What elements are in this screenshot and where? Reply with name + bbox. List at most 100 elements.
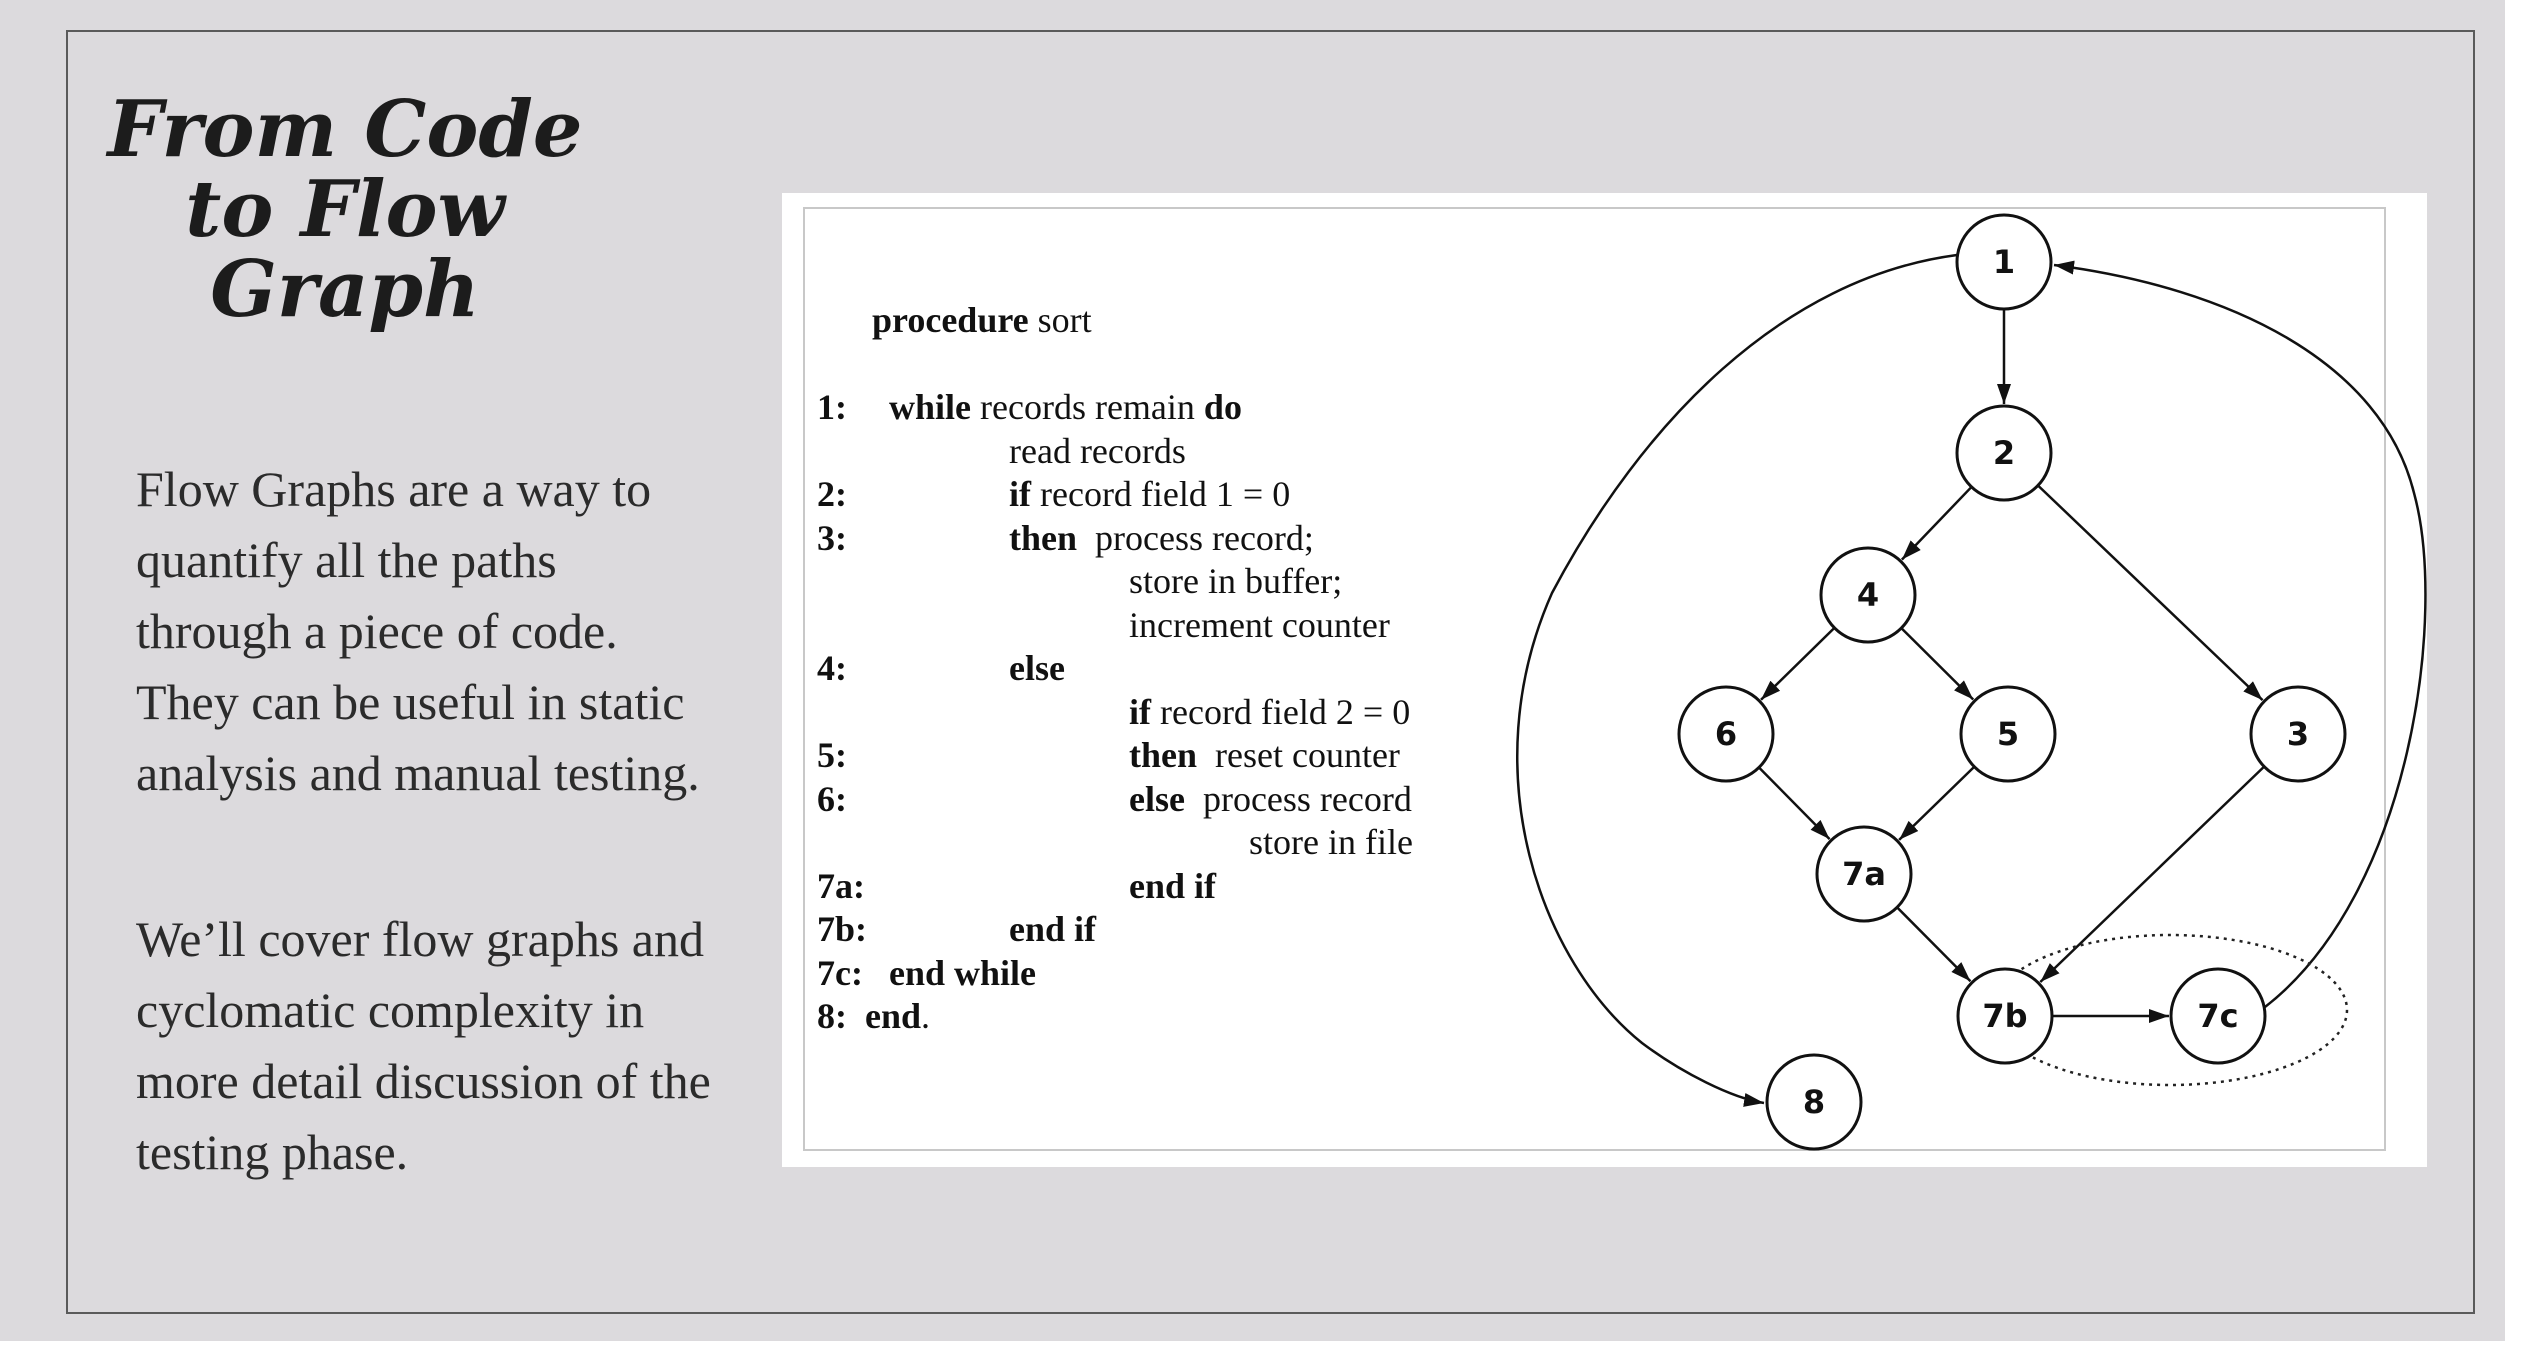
node-circle bbox=[1819, 546, 1917, 644]
node-circle bbox=[1955, 404, 2053, 502]
code-keyword: do bbox=[1203, 387, 1242, 427]
node-4: 4 bbox=[1819, 546, 1917, 644]
code-text: . bbox=[921, 996, 931, 1036]
code-keyword: else bbox=[1009, 648, 1065, 688]
graph-nodes: 1 2 3 4 5 6 7a 7b 7c 8 bbox=[1677, 213, 2347, 1151]
code-keyword: then bbox=[1129, 735, 1198, 775]
node-3: 3 bbox=[2249, 685, 2347, 783]
node-circle bbox=[1955, 213, 2053, 311]
code-text: records remain bbox=[971, 387, 1204, 427]
paragraph-flow-graphs: Flow Graphs are a way to quantify all th… bbox=[136, 461, 700, 801]
code-line-number: 1: bbox=[817, 387, 847, 427]
edge-7c-1 bbox=[2053, 260, 2427, 1008]
slide-title: From Code to Flow Graph bbox=[100, 90, 590, 330]
flow-graph: 1 2 3 4 5 6 7a 7b 7c 8 bbox=[1516, 213, 2427, 1151]
graph-edges bbox=[1516, 253, 2427, 1107]
code-keyword: then bbox=[1009, 517, 1078, 558]
code-line: end if bbox=[1009, 907, 1096, 951]
code-line-number: 4: bbox=[817, 648, 847, 688]
node-7a: 7a bbox=[1815, 825, 1913, 923]
code-text: record field 1 = 0 bbox=[1031, 474, 1291, 514]
code-keyword: if bbox=[1009, 474, 1031, 514]
code-text: increment counter bbox=[1129, 604, 1390, 645]
edge-5-7a bbox=[1898, 765, 1976, 841]
code-text: process record; bbox=[1077, 517, 1314, 558]
code-text: record field 2 = 0 bbox=[1151, 691, 1411, 732]
code-line: else process record bbox=[1129, 777, 1412, 821]
code-text: store in buffer; bbox=[1129, 561, 1343, 601]
code-keyword: if bbox=[1129, 691, 1151, 732]
node-2: 2 bbox=[1955, 404, 2053, 502]
code-line-number: 7a: bbox=[817, 865, 865, 906]
slide-frame bbox=[66, 30, 2475, 1314]
node-label: 8 bbox=[1803, 1083, 1825, 1121]
node-label: 2 bbox=[1993, 434, 2015, 472]
code-text: sort bbox=[1028, 300, 1092, 340]
node-1: 1 bbox=[1955, 213, 2053, 311]
code-line: if record field 2 = 0 bbox=[1129, 690, 1410, 734]
node-label: 7c bbox=[2197, 997, 2238, 1035]
node-circle bbox=[1815, 825, 1913, 923]
edge-4-5 bbox=[1900, 627, 1975, 701]
code-header: procedure sort bbox=[872, 298, 1092, 342]
node-7c: 7c bbox=[2169, 967, 2267, 1065]
edge-2-3 bbox=[2037, 484, 2264, 702]
bottom-margin bbox=[0, 1341, 2530, 1346]
edge-3-7b bbox=[2039, 765, 2266, 983]
code-line: store in buffer; bbox=[1129, 559, 1342, 603]
code-line: read records bbox=[1009, 429, 1186, 473]
code-line: end if bbox=[1129, 864, 1216, 908]
paragraph-cyclomatic: We’ll cover flow graphs and cyclomatic c… bbox=[136, 911, 711, 1180]
node-6: 6 bbox=[1677, 685, 1775, 783]
code-line: end while bbox=[889, 951, 1036, 995]
node-5: 5 bbox=[1959, 685, 2057, 783]
code-line: store in file bbox=[1249, 820, 1413, 864]
node-label: 1 bbox=[1993, 243, 2015, 281]
node-circle bbox=[1959, 685, 2057, 783]
node-circle bbox=[2249, 685, 2347, 783]
node-label: 6 bbox=[1715, 715, 1737, 753]
title-line-3: Graph bbox=[210, 244, 480, 335]
node-circle bbox=[1765, 1053, 1863, 1151]
code-line: end. bbox=[865, 994, 930, 1038]
code-line-number: 7c: bbox=[817, 952, 863, 993]
node-circle bbox=[1956, 967, 2054, 1065]
node-label: 3 bbox=[2287, 715, 2309, 753]
code-line: then process record; bbox=[1009, 516, 1314, 560]
node-label: 7b bbox=[1982, 997, 2027, 1035]
code-text: reset counter bbox=[1197, 735, 1400, 775]
code-line: then reset counter bbox=[1129, 733, 1400, 777]
code-keyword: end if bbox=[1129, 865, 1217, 906]
code-line-number: 8: bbox=[817, 996, 847, 1036]
code-line: while records remain do bbox=[889, 385, 1242, 429]
code-keyword: else bbox=[1129, 778, 1185, 819]
title-line-1: From Code bbox=[107, 84, 583, 175]
code-line: else bbox=[1009, 646, 1065, 690]
edge-2-4 bbox=[1900, 486, 1973, 561]
code-text: process record bbox=[1184, 778, 1412, 819]
title-line-2: to Flow bbox=[185, 164, 505, 255]
code-line-number: 5: bbox=[817, 735, 847, 775]
node-8: 8 bbox=[1765, 1053, 1863, 1151]
edge-4-6 bbox=[1760, 626, 1836, 701]
code-line-number: 7b: bbox=[817, 909, 868, 949]
code-line-number: 3: bbox=[817, 517, 847, 558]
node-label: 5 bbox=[1997, 715, 2019, 753]
node-circle bbox=[2169, 967, 2267, 1065]
node-label: 4 bbox=[1857, 576, 1879, 614]
edge-6-7a bbox=[1758, 766, 1831, 840]
code-line-number: 2: bbox=[817, 474, 847, 514]
code-text: store in file bbox=[1249, 822, 1413, 862]
node-7b: 7b bbox=[1956, 967, 2054, 1065]
code-keyword: while bbox=[889, 387, 972, 427]
code-line: if record field 1 = 0 bbox=[1009, 472, 1290, 516]
code-keyword: end if bbox=[1009, 909, 1097, 949]
loop-group-ellipse bbox=[1991, 933, 2349, 1087]
edge-7a-7b bbox=[1896, 906, 1972, 983]
code-keyword: procedure bbox=[872, 300, 1029, 340]
code-keyword: end while bbox=[889, 952, 1037, 993]
right-margin bbox=[2505, 0, 2530, 1346]
diagram-inner-border bbox=[803, 207, 2386, 1151]
